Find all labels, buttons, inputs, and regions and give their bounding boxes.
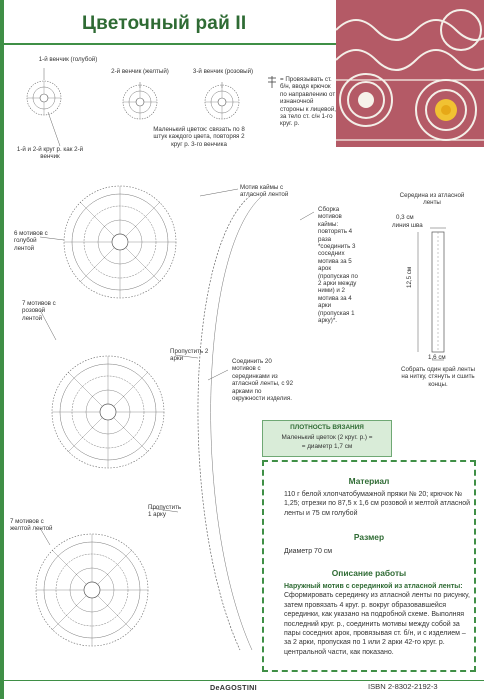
label-seam: линия шва xyxy=(392,222,423,229)
material-heading: Материал xyxy=(348,476,390,486)
legend-symbol-icon xyxy=(268,76,276,88)
gauge-box: ПЛОТНОСТЬ ВЯЗАНИЯ Маленький цветок (2 кр… xyxy=(262,420,392,457)
flower-3-diagram xyxy=(204,84,240,120)
label-skip-2: Пропустить 2 арки xyxy=(170,348,209,363)
motif-yellow-diagram xyxy=(35,533,149,647)
label-motif-1: 1-й венчик (голубой) xyxy=(38,56,98,63)
work-body: Сформировать серединку из атласной ленты… xyxy=(284,592,470,656)
flower-1-diagram xyxy=(26,80,62,116)
gauge-line-2: = диаметр 1,7 см xyxy=(301,443,353,450)
label-pink-7: 7 мотивов с розовой лентой xyxy=(22,300,56,322)
isbn: ISBN 2-8302-2192-3 xyxy=(368,682,438,691)
page-title: Цветочный рай II xyxy=(82,13,247,34)
motif-pink-diagram xyxy=(51,355,165,469)
gauge-heading: ПЛОТНОСТЬ ВЯЗАНИЯ xyxy=(290,424,364,431)
flower-2-diagram xyxy=(122,84,158,120)
label-yellow-7: 7 мотивов с желтой лентой xyxy=(10,518,53,533)
label-border-motif: Мотив каймы с атласной лентой xyxy=(240,184,289,199)
label-legend: = Провязывать ст. б/н, вводя крючок по н… xyxy=(280,76,337,128)
size-heading: Размер xyxy=(353,532,385,542)
label-motif-3: 3-й венчик (розовый) xyxy=(192,68,254,75)
label-assembly: Сборка мотивов каймы: повторять 4 раза *… xyxy=(318,206,358,325)
page-edge-stripe xyxy=(0,0,4,699)
work-heading: Описание работы xyxy=(331,568,407,578)
lace-photo xyxy=(336,0,484,147)
ribbon-strip-diagram xyxy=(417,227,446,361)
instructions-box: Материал 110 г белой хлопчатобумажной пр… xyxy=(262,460,476,672)
label-connect-20: Соединить 20 мотивов с серединками из ат… xyxy=(232,358,294,403)
label-skip-1: Пропустить 1 арку xyxy=(148,504,182,519)
title-rule xyxy=(0,43,336,45)
size-text: Диаметр 70 см xyxy=(284,548,333,555)
work-text: Наружный мотив с серединкой из атласной … xyxy=(284,582,472,657)
label-motif-2: 2-й венчик (желтый) xyxy=(111,68,169,75)
motif-blue-diagram xyxy=(63,185,177,299)
label-center-ribbon: Середина из атласной ленты xyxy=(399,192,465,207)
material-text: 110 г белой хлопчатобумажной пряжи № 20;… xyxy=(284,491,471,517)
label-dim-16: 1,6 см xyxy=(428,354,446,361)
label-small-flower: Маленький цветок: связать по 8 штук кажд… xyxy=(153,126,245,148)
label-blue-6: 6 мотивов с голубой лентой xyxy=(14,230,48,252)
gauge-line-1: Маленький цветок (2 круг. р.) = xyxy=(281,434,373,441)
label-motif-1-rounds: 1-й и 2-й круг р. как 2-й венчик xyxy=(16,146,84,161)
label-dim-125: 12,5 см xyxy=(406,266,413,288)
label-dim-03: 0,3 см xyxy=(396,214,414,221)
footer-rule xyxy=(0,680,484,681)
work-lead: Наружный мотив с серединкой из атласной … xyxy=(284,583,463,590)
label-gather: Собрать один край ленты на нитку, стянут… xyxy=(401,366,475,388)
publisher-logo: DeAGOSTINI xyxy=(210,683,257,692)
